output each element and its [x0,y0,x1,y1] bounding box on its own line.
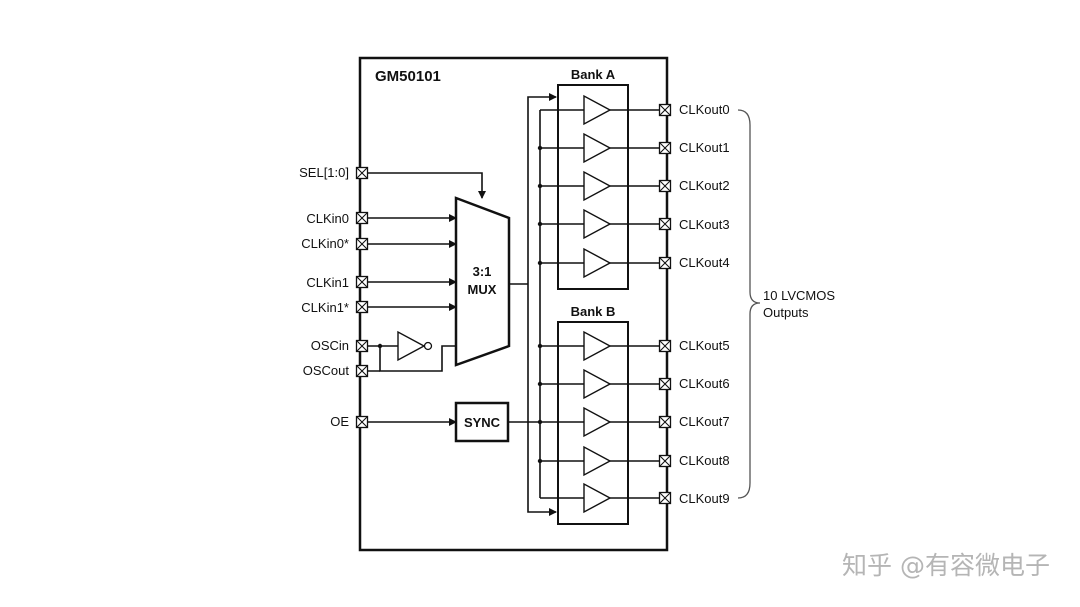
mux-label-top: 3:1 [473,264,492,279]
output-label-1: CLKout1 [679,140,730,155]
input-oe-label: OE [330,414,349,429]
input-pin-5 [355,339,369,353]
pin-cross [356,416,368,428]
input-pin-7 [355,415,369,429]
output-pin-6 [658,377,672,391]
output-pin-9 [658,491,672,505]
chip-name: GM50101 [375,68,441,85]
outputs-note-line1: 10 LVCMOS [763,288,835,303]
pin-cross [659,257,671,269]
output-pin-1 [658,141,672,155]
pin-cross [659,455,671,467]
pin-cross [659,218,671,230]
input-pin-1 [355,211,369,225]
pin-cross [659,378,671,390]
output-label-9: CLKout9 [679,491,730,506]
wires-layer [362,93,665,516]
junction-dot [537,183,543,189]
watermark: 知乎 @有容微电子 [842,551,1050,580]
osc-inverter-bubble [423,341,433,351]
components-layer [355,94,672,514]
output-label-4: CLKout4 [679,255,730,270]
output-pin-8 [658,454,672,468]
input-oscout-label: OSCout [303,363,350,378]
input-pin-0 [355,166,369,180]
output-buffer-4 [583,247,612,279]
output-label-8: CLKout8 [679,453,730,468]
output-pin-2 [658,179,672,193]
pin-cross [356,238,368,250]
sync-label: SYNC [464,415,501,430]
input-pin-4 [355,300,369,314]
junction-dot [537,260,543,266]
junction-dot [537,381,543,387]
pin-cross [659,142,671,154]
pin-cross [659,180,671,192]
output-pin-7 [658,415,672,429]
output-buffer-3 [583,208,612,240]
junction-dot [377,343,383,349]
output-buffer-5 [583,330,612,362]
output-pin-0 [658,103,672,117]
pin-cross [356,301,368,313]
output-buffer-0 [583,94,612,126]
pin-cross [356,340,368,352]
input-pin-3 [355,275,369,289]
bank-b-title: Bank B [571,304,616,319]
chip-outline [358,56,669,552]
bank-a-title: Bank A [571,67,616,82]
junction-dot [537,419,543,425]
pin-cross [356,212,368,224]
sel-wire [362,172,486,199]
pin-cross [659,416,671,428]
pin-cross [659,340,671,352]
output-buffer-2 [583,170,612,202]
osc-inverter [397,330,426,362]
sync-bus-a [527,93,557,284]
input-clkin1-label: CLKin1 [306,275,349,290]
output-buffer-6 [583,368,612,400]
pin-cross [356,276,368,288]
output-buffer-1 [583,132,612,164]
pin-cross [356,365,368,377]
outputs-brace [737,109,761,499]
bank-b-box [557,321,629,525]
pin-cross [356,167,368,179]
pin-cross [659,492,671,504]
output-buffer-9 [583,482,612,514]
output-label-7: CLKout7 [679,414,730,429]
sync-bus-b [527,284,557,516]
oscout-wire [379,345,456,372]
pin-cross [659,104,671,116]
input-clkin1n-label: CLKin1* [301,300,349,315]
output-pin-4 [658,256,672,270]
output-buffer-8 [583,445,612,477]
input-oscin-label: OSCin [311,338,349,353]
mux-label-bottom: MUX [468,282,497,297]
input-pin-6 [355,364,369,378]
input-sel-label: SEL[1:0] [299,165,349,180]
input-clkin0n-label: CLKin0* [301,236,349,251]
output-label-0: CLKout0 [679,102,730,117]
junction-dot [537,145,543,151]
junction-dot [537,221,543,227]
junction-dot [537,458,543,464]
junction-dot [537,343,543,349]
output-pin-3 [658,217,672,231]
output-label-5: CLKout5 [679,338,730,353]
output-label-6: CLKout6 [679,376,730,391]
input-clkin0-label: CLKin0 [306,211,349,226]
bank-a-box [557,84,629,290]
input-pin-2 [355,237,369,251]
output-label-2: CLKout2 [679,178,730,193]
outputs-note-line2: Outputs [763,305,809,320]
output-pin-5 [658,339,672,353]
output-label-3: CLKout3 [679,217,730,232]
output-buffer-7 [583,406,612,438]
